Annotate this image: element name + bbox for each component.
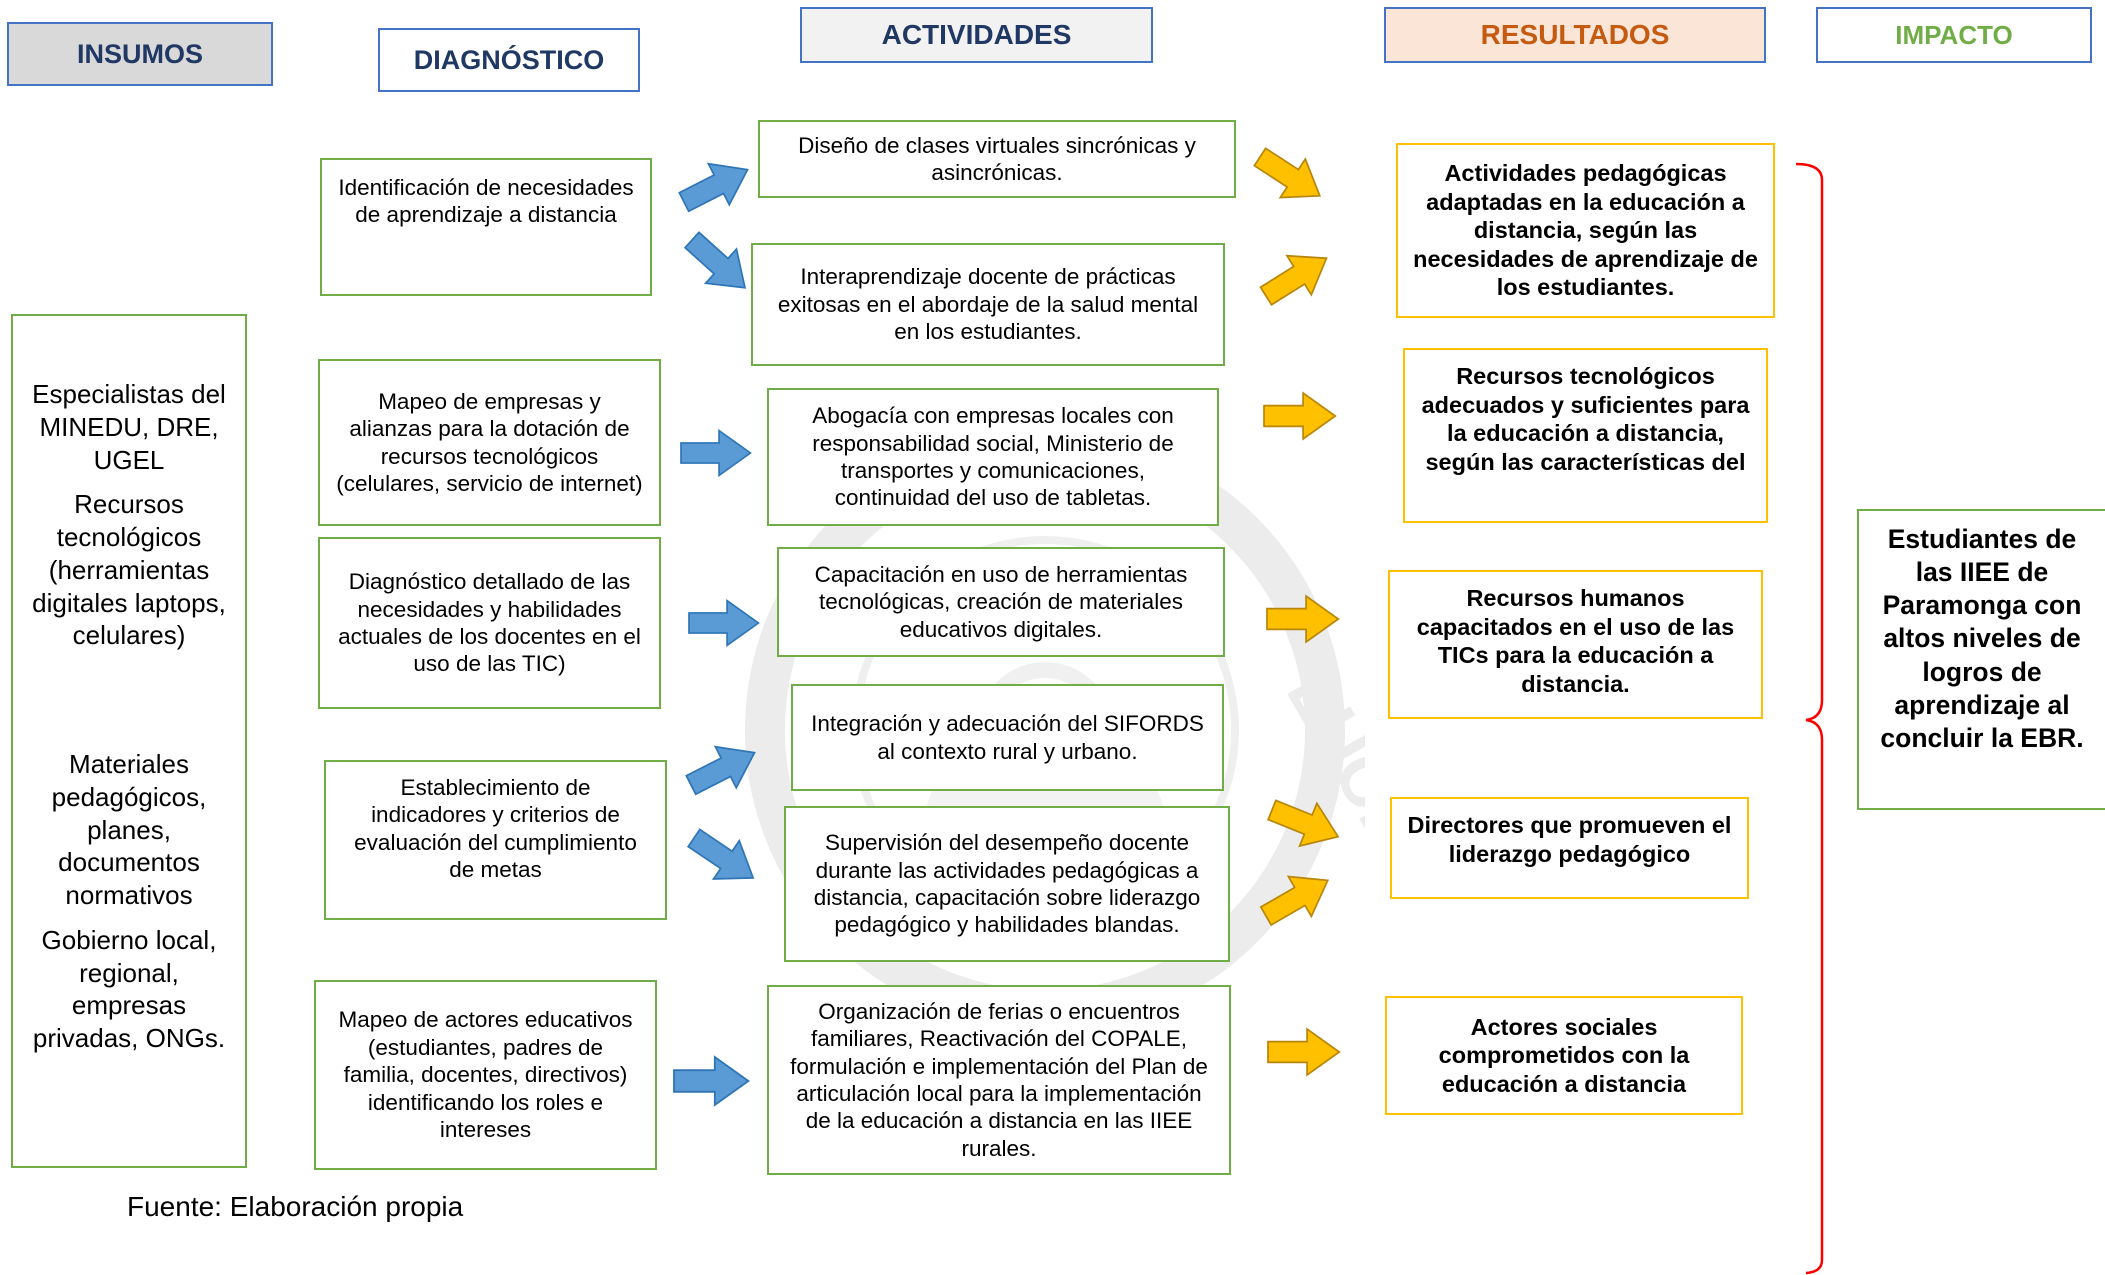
impacto-text: Estudiantes de las IIEE de Paramonga con… bbox=[1880, 524, 2084, 753]
resultado-text: Directores que promueven el liderazgo pe… bbox=[1407, 812, 1732, 867]
resultado-text: Recursos humanos capacitados en el uso d… bbox=[1416, 585, 1735, 697]
yellow-arrow bbox=[1267, 1028, 1341, 1076]
red-brace bbox=[1795, 162, 1824, 1275]
actividad-box: Capacitación en uso de herramientas tecn… bbox=[777, 547, 1225, 657]
header-resultados: RESULTADOS bbox=[1384, 7, 1766, 63]
blue-arrow bbox=[688, 599, 760, 647]
blue-arrow bbox=[672, 148, 759, 224]
yellow-arrow bbox=[1246, 136, 1334, 216]
header-insumos: INSUMOS bbox=[7, 22, 273, 86]
actividad-box: Interaprendizaje docente de prácticas ex… bbox=[751, 243, 1225, 366]
yellow-arrow bbox=[1263, 392, 1337, 440]
resultado-box: Directores que promueven el liderazgo pe… bbox=[1390, 797, 1749, 899]
resultado-text: Recursos tecnológicos adecuados y sufici… bbox=[1421, 363, 1750, 475]
yellow-arrow bbox=[1266, 595, 1340, 643]
blue-arrow bbox=[675, 222, 762, 306]
blue-arrow bbox=[680, 818, 767, 898]
diagnostico-text: Mapeo de actores educativos (estudiantes… bbox=[338, 1007, 633, 1143]
insumos-box: Especialistas del MINEDU, DRE, UGEL Recu… bbox=[11, 314, 247, 1168]
actividad-box: Diseño de clases virtuales sincrónicas y… bbox=[758, 120, 1236, 198]
yellow-arrow bbox=[1253, 859, 1341, 937]
actividad-box: Supervisión del desempeño docente durant… bbox=[784, 806, 1230, 962]
actividad-text: Diseño de clases virtuales sincrónicas y… bbox=[798, 132, 1196, 185]
diagnostico-box: Diagnóstico detallado de las necesidades… bbox=[318, 537, 661, 709]
actividad-text: Capacitación en uso de herramientas tecn… bbox=[814, 562, 1188, 642]
actividad-text: Supervisión del desempeño docente durant… bbox=[813, 830, 1201, 938]
yellow-arrow bbox=[1252, 237, 1340, 317]
yellow-arrow bbox=[1262, 787, 1348, 859]
insumo-item: Materiales pedagógicos, planes, document… bbox=[51, 749, 207, 910]
blue-arrow bbox=[679, 731, 766, 807]
diagnostico-box: Mapeo de empresas y alianzas para la dot… bbox=[318, 359, 661, 526]
source-note: Fuente: Elaboración propia bbox=[127, 1191, 464, 1222]
blue-arrow bbox=[673, 1056, 750, 1106]
actividad-text: Abogacía con empresas locales con respon… bbox=[812, 403, 1174, 511]
diagnostico-text: Mapeo de empresas y alianzas para la dot… bbox=[336, 388, 643, 496]
diagnostico-text: Diagnóstico detallado de las necesidades… bbox=[338, 569, 641, 677]
diagnostico-text: Identificación de necesidades de aprendi… bbox=[338, 175, 634, 228]
actividad-box: Abogacía con empresas locales con respon… bbox=[767, 388, 1219, 526]
resultado-box: Actores sociales comprometidos con la ed… bbox=[1385, 996, 1743, 1115]
actividad-text: Integración y adecuación del SIFORDS al … bbox=[811, 711, 1204, 764]
insumo-item: Recursos tecnológicos (herramientas digi… bbox=[32, 489, 226, 651]
header-diagnostico: DIAGNÓSTICO bbox=[378, 28, 640, 92]
diagnostico-box: Establecimiento de indicadores y criteri… bbox=[324, 760, 667, 920]
insumo-item: Especialistas del MINEDU, DRE, UGEL bbox=[32, 379, 226, 475]
resultado-box: Recursos tecnológicos adecuados y sufici… bbox=[1403, 348, 1768, 523]
resultado-text: Actores sociales comprometidos con la ed… bbox=[1438, 1013, 1690, 1097]
actividad-box: Organización de ferias o encuentros fami… bbox=[767, 985, 1231, 1175]
header-impacto: IMPACTO bbox=[1816, 7, 2092, 63]
blue-arrow bbox=[680, 429, 752, 477]
actividad-text: Interaprendizaje docente de prácticas ex… bbox=[777, 264, 1199, 345]
header-actividades: ACTIVIDADES bbox=[800, 7, 1153, 63]
diagnostico-box: Identificación de necesidades de aprendi… bbox=[320, 158, 652, 296]
resultado-text: Actividades pedagógicas adaptadas en la … bbox=[1413, 159, 1758, 301]
diagnostico-box: Mapeo de actores educativos (estudiantes… bbox=[314, 980, 657, 1170]
resultado-box: Actividades pedagógicas adaptadas en la … bbox=[1396, 143, 1775, 318]
resultado-box: Recursos humanos capacitados en el uso d… bbox=[1388, 570, 1763, 719]
diagnostico-text: Establecimiento de indicadores y criteri… bbox=[354, 775, 637, 883]
impacto-box: Estudiantes de las IIEE de Paramonga con… bbox=[1857, 509, 2105, 810]
actividad-text: Organización de ferias o encuentros fami… bbox=[790, 998, 1208, 1161]
actividad-box: Integración y adecuación del SIFORDS al … bbox=[791, 684, 1224, 791]
insumo-item: Gobierno local, regional, empresas priva… bbox=[32, 924, 226, 1053]
